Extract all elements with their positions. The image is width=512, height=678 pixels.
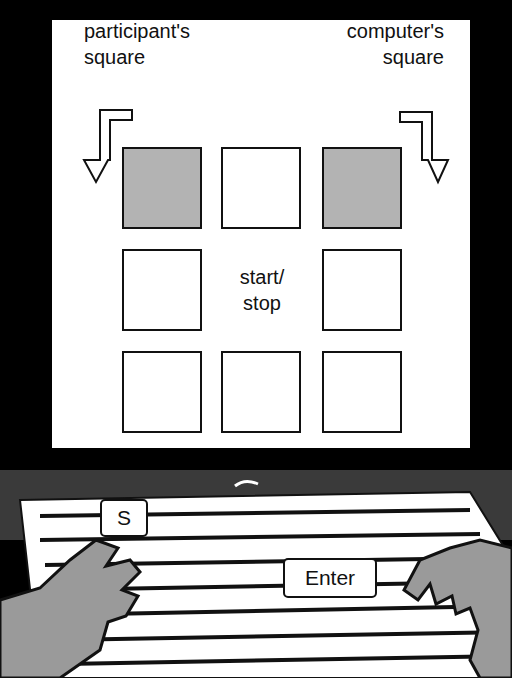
left-hand	[0, 540, 140, 678]
square	[222, 148, 300, 228]
square	[123, 352, 201, 432]
square	[323, 250, 401, 330]
computer-square	[323, 148, 401, 228]
screen-label: computer's square	[288, 18, 444, 70]
pointer-arrow	[400, 112, 448, 182]
participant-square	[123, 148, 201, 228]
square	[123, 250, 201, 330]
screen	[52, 20, 470, 448]
key-label: Enter	[305, 566, 355, 590]
monitor-bezel	[0, 0, 512, 470]
pointer-arrow	[84, 110, 132, 182]
screen-label: start/ stop	[226, 264, 298, 316]
square	[323, 352, 401, 432]
keyboard-key: Enter	[283, 558, 377, 598]
key-label: S	[117, 506, 131, 530]
right-hand	[404, 540, 512, 678]
monitor-stand	[235, 481, 258, 486]
screen-label: participant's square	[84, 18, 216, 70]
square	[222, 352, 300, 432]
keyboard-key: S	[100, 499, 148, 537]
